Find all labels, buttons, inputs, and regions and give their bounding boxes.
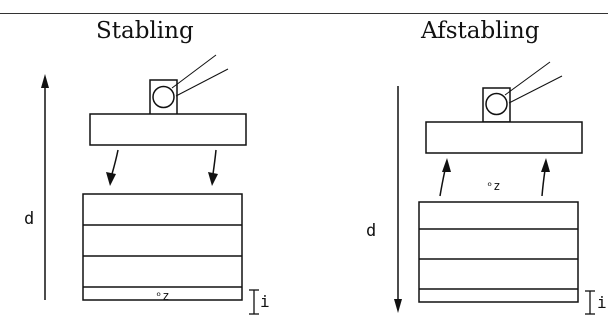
stabling-title: Stabling: [96, 18, 194, 44]
afstabling-increment-bracket: [585, 290, 595, 315]
stabling-zs-label: ᵒz: [155, 289, 169, 303]
afstabling-moving-slab: [425, 121, 583, 154]
stabling-height-arrow: [41, 74, 49, 300]
stabling-increment-bracket: [249, 289, 259, 315]
stabling-moving-slab: [89, 113, 247, 146]
afstabling-crane-hook: [482, 61, 563, 123]
stabling-increment-label: i: [260, 292, 270, 311]
afstabling-slab-stack: [418, 201, 579, 303]
stabling-height-label: d: [24, 209, 34, 229]
afstabling-increment-label: i: [597, 293, 607, 312]
afstabling-zs-label: ᵒz: [486, 179, 500, 193]
afstabling-up-arrows: [439, 158, 550, 197]
afstabling-height-arrow: [394, 86, 402, 313]
stabling-panel: d ᵒz i: [24, 54, 270, 315]
afstabling-panel: d ᵒz i: [366, 61, 607, 315]
stabling-down-arrows: [106, 149, 218, 186]
stabling-crane-hook: [149, 54, 229, 116]
afstabling-height-label: d: [366, 221, 376, 241]
afstabling-title: Afstabling: [421, 18, 540, 44]
top-rule: [0, 13, 608, 14]
stabling-slab-stack: [82, 193, 243, 301]
